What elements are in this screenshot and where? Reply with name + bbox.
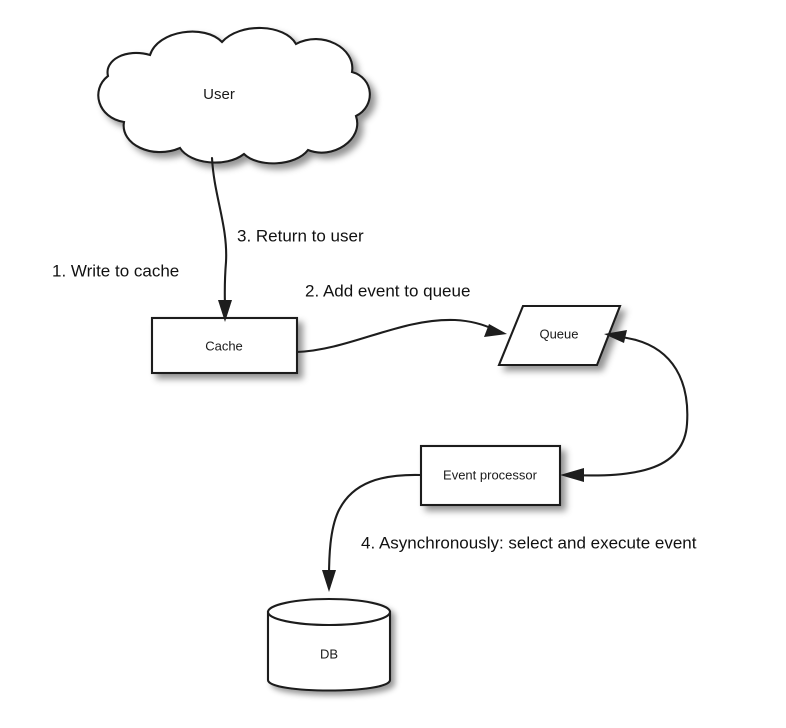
node-label-db: DB (320, 646, 338, 661)
node-label-user: User (203, 86, 235, 103)
edge-label-step4: 4. Asynchronously: select and execute ev… (361, 533, 697, 552)
edge-processor-to-db (322, 473, 423, 592)
edge-label-step3: 3. Return to user (237, 226, 364, 245)
arrowhead-queue-in (484, 324, 507, 337)
arrowhead-db (322, 570, 336, 592)
node-label-cache: Cache (205, 338, 243, 353)
edge-processor-to-queue (570, 330, 689, 477)
node-queue[interactable]: Queue (497, 304, 622, 367)
node-event-processor[interactable]: Event processor (419, 444, 562, 507)
node-label-queue: Queue (539, 326, 578, 341)
arrowhead-queue-return (604, 330, 627, 343)
edge-queue-to-processor (560, 468, 584, 482)
edge-cache-to-queue (295, 318, 507, 354)
node-db[interactable]: DB (266, 597, 392, 692)
arrowhead-cache (218, 300, 232, 322)
edge-label-step1: 1. Write to cache (52, 261, 179, 280)
arrowhead-processor (560, 468, 584, 482)
edge-label-step2: 2. Add event to queue (305, 281, 470, 300)
node-user[interactable]: User (97, 26, 371, 165)
node-label-event-processor: Event processor (443, 467, 538, 482)
node-cache[interactable]: Cache (150, 316, 299, 375)
edge-user-to-cache (210, 156, 232, 322)
